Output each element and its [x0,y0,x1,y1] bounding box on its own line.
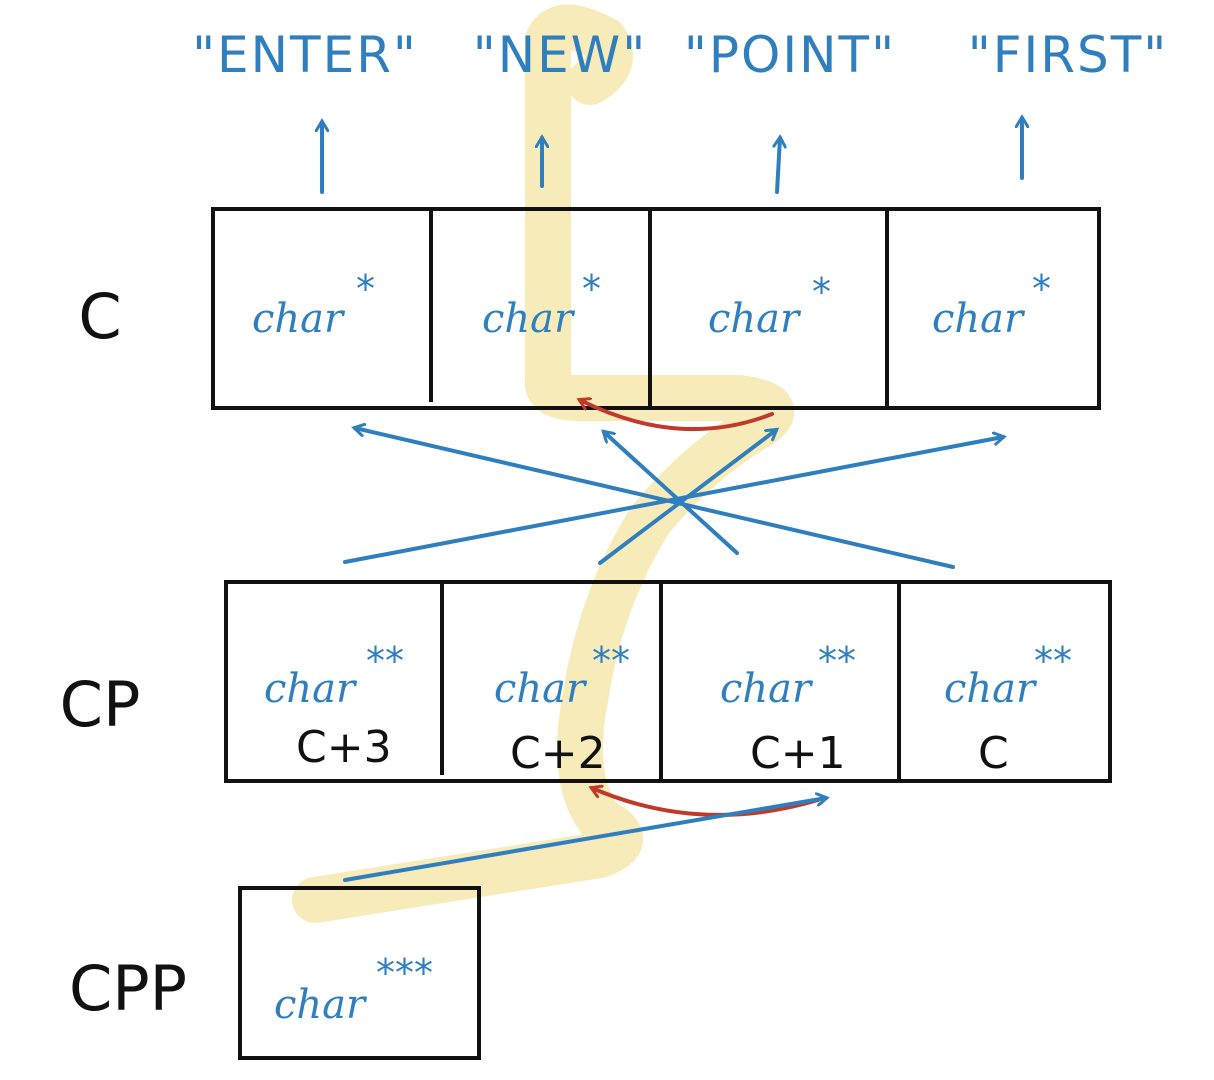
string-new: "NEW" [473,26,647,84]
highlight-trace [292,4,795,923]
cp-cell-2-offset: C+1 [750,728,846,779]
cp-cell-2-type: char [720,666,814,712]
c-cell-3-stars: * [1032,267,1051,311]
cp-array: char ** C+3 char ** C+2 char ** C+1 char… [224,580,1112,783]
cp-cell-1-type: char [494,666,588,712]
cpp-to-cp-arrow [343,798,826,882]
row-label-cpp: CPP [69,952,187,1025]
cross-arrow-c2 [604,432,739,555]
c-cell-2-type: char [708,296,802,342]
cp-cell-3-stars: ** [1034,639,1072,683]
cp-cell-1-stars: ** [592,639,630,683]
string-enter: "ENTER" [192,26,418,84]
cp-cell-0-type: char [264,666,358,712]
c-array: char * char * char * char * [211,207,1101,410]
cp-cell-0-offset: C+3 [296,722,392,773]
cpp-cell-type: char [274,982,368,1028]
c-cell-3-type: char [932,296,1026,342]
c-cell-1-stars: * [582,267,601,311]
cross-arrow-c3 [355,428,955,569]
cp-cell-0-stars: ** [366,639,404,683]
string-point: "POINT" [684,26,896,84]
c-cell-2-stars: * [812,270,831,314]
red-arrow-lower [592,788,820,817]
c-cell-0-stars: * [356,267,375,311]
up-arrow-point [777,138,780,194]
row-label-cp: CP [60,668,141,741]
cpp-box: char *** [238,886,481,1060]
c-cell-0-type: char [252,296,346,342]
cp-cell-3-offset: C [978,728,1009,779]
cpp-cell-stars: *** [376,951,433,995]
cp-cell-2-stars: ** [818,639,856,683]
cross-arrow-c1 [598,430,776,565]
cp-cell-3-type: char [944,666,1038,712]
cp-cell-1-offset: C+2 [510,728,606,779]
string-first: "FIRST" [968,26,1169,84]
row-label-c: C [78,280,121,353]
red-arrow-upper [580,400,774,432]
cross-arrow-c [343,437,1003,564]
c-cell-1-type: char [482,296,576,342]
